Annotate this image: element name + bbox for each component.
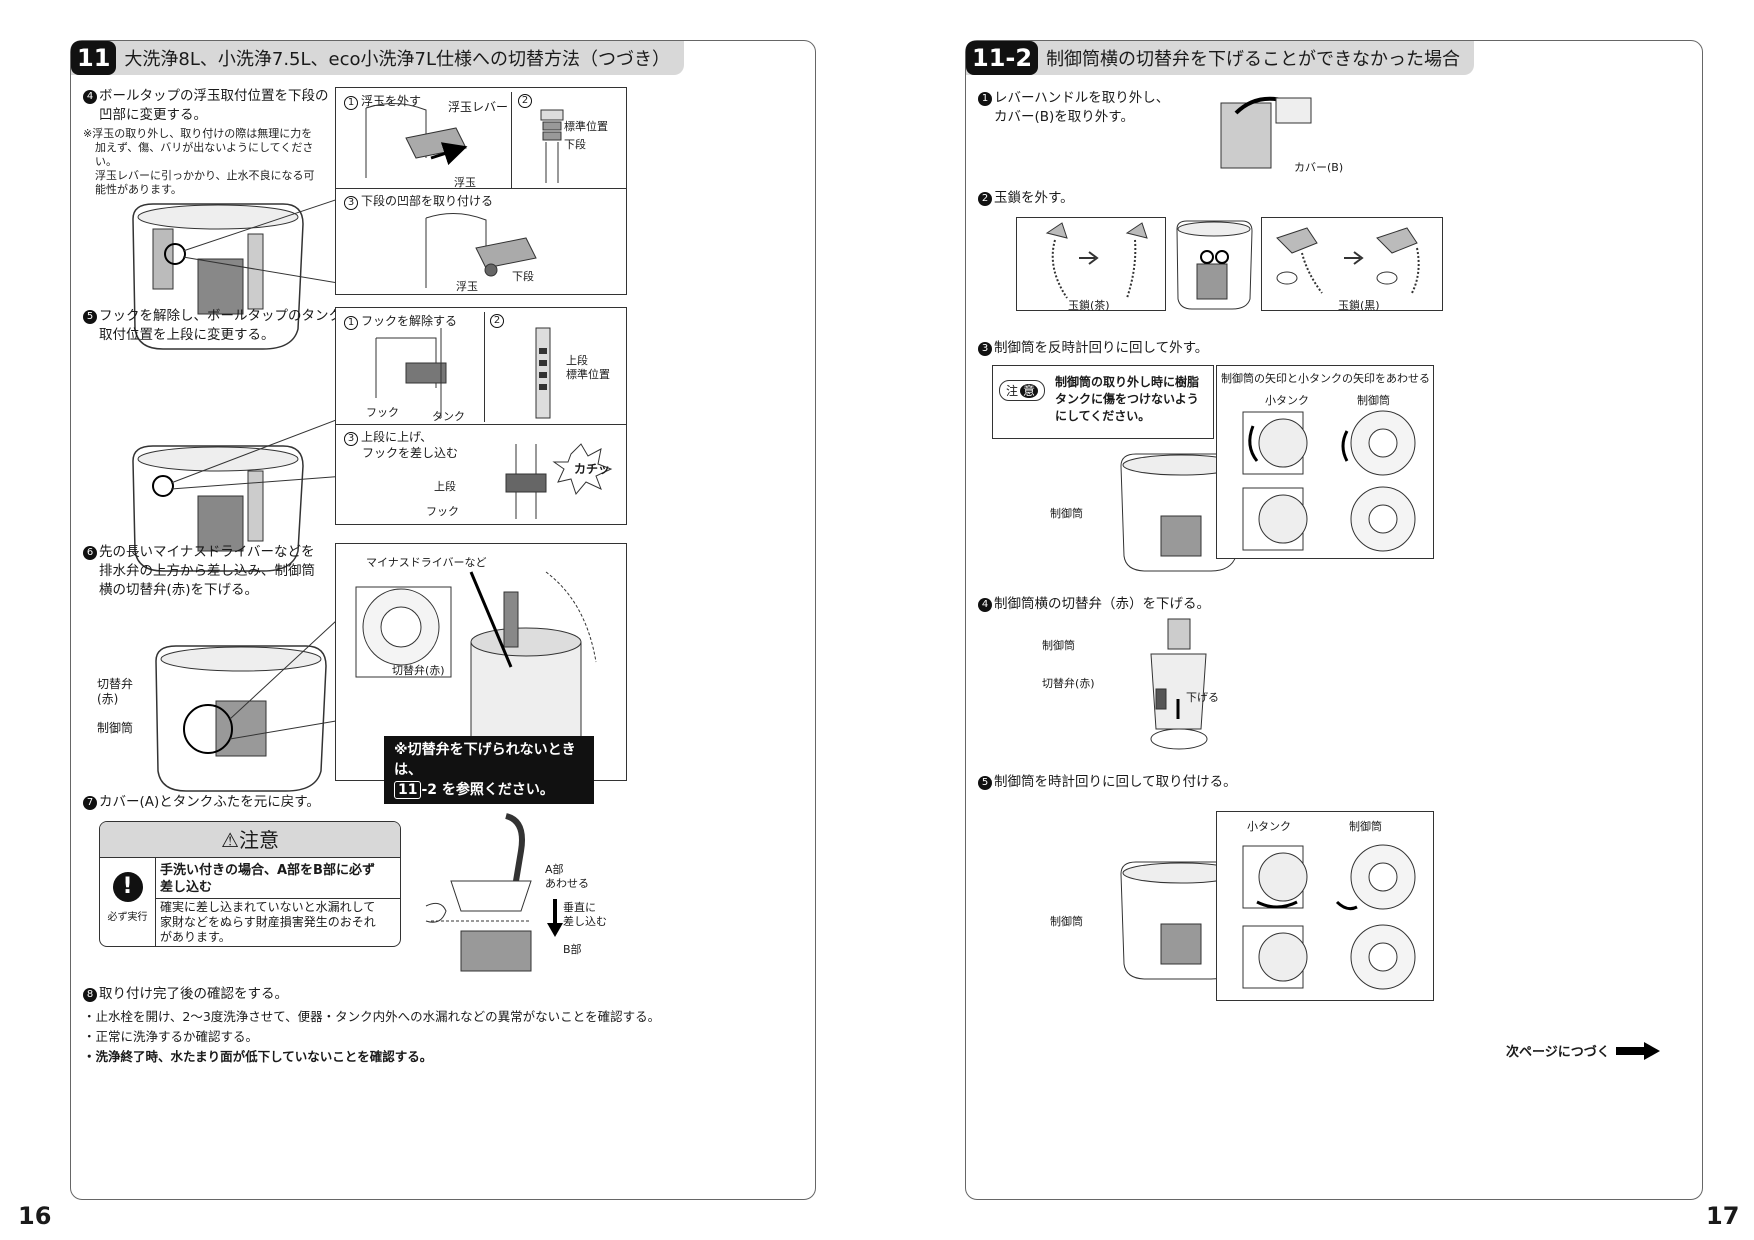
a-part-label: A部 あわせる bbox=[545, 863, 589, 890]
section-heading-right: 制御筒横の切替弁を下げることができなかった場合 bbox=[1046, 49, 1461, 70]
lower-position-label: 下段 bbox=[564, 138, 586, 151]
valve-label-left: 切替弁 (赤) bbox=[97, 677, 134, 706]
caution-header: ⚠注意 bbox=[100, 822, 400, 858]
tank-illustration-r-step2 bbox=[1176, 220, 1253, 310]
cylinder-label-left: 制御筒 bbox=[97, 721, 134, 735]
section-heading: 大洗浄8L、小洗浄7.5L、eco小洗浄7L仕様への切替方法（つづき） bbox=[124, 49, 671, 70]
hook-label-2: フック bbox=[426, 505, 459, 518]
section-title-11: 11 大洗浄8L、小洗浄7.5L、eco小洗浄7L仕様への切替方法（つづき） bbox=[71, 41, 685, 75]
hook-label: フック bbox=[366, 406, 399, 419]
float-label-2: 浮玉 bbox=[456, 280, 478, 293]
upper-label-2: 上段 bbox=[434, 480, 456, 493]
valve-label: 切替弁(赤) bbox=[392, 664, 445, 677]
hand-wash-illustration bbox=[425, 813, 532, 972]
r-step3-caution: 注意 制御筒の取り外し時に樹脂 タンクに傷をつけないよう にしてください。 bbox=[992, 365, 1214, 439]
caution-body: 確実に差し込まれていないと水漏れして 家財などをぬらす財産損害発生のおそれ があ… bbox=[160, 900, 376, 944]
cylinder-label-r3: 制御筒 bbox=[1050, 507, 1083, 520]
section-number-right: 11-2 bbox=[966, 41, 1039, 75]
caution-headline: 手洗い付きの場合、A部をB部に必ず 差し込む bbox=[160, 863, 375, 895]
exclamation-icon: ! bbox=[112, 872, 143, 902]
continue-next-page: 次ページにつづく bbox=[1506, 1041, 1660, 1060]
vertical-insert-label: 垂直に 差し込む bbox=[563, 901, 607, 928]
check-item-1: ・止水栓を開け、2〜3度洗浄させて、便器・タンク内外への水漏れなどの異常がないこ… bbox=[83, 1009, 661, 1024]
caution-box: ⚠注意 ! 必ず実行 手洗い付きの場合、A部をB部に必ず 差し込む 確実に差し込… bbox=[99, 821, 401, 947]
cylinder-label-r5: 制御筒 bbox=[1050, 915, 1083, 928]
step6-figure: マイナスドライバーなど 切替弁(赤) ※切替弁を下げられないときは、 11-2 … bbox=[335, 543, 627, 804]
page-number-left: 16 bbox=[18, 1202, 52, 1230]
b-part-label: B部 bbox=[563, 943, 582, 956]
page-number-right: 17 bbox=[1706, 1202, 1740, 1230]
align-arrows-title: 制御筒の矢印と小タンクの矢印をあわせる bbox=[1221, 372, 1430, 385]
float-label: 浮玉 bbox=[454, 176, 476, 189]
lower-label-2: 下段 bbox=[512, 270, 534, 283]
check-item-2: ・正常に洗浄するか確認する。 bbox=[83, 1029, 259, 1044]
left-page: 11 大洗浄8L、小洗浄7.5L、eco小洗浄7L仕様への切替方法（つづき） 4… bbox=[70, 40, 816, 1200]
tank-illustration-step6 bbox=[155, 620, 337, 792]
step8-checklist: ・止水栓を開け、2〜3度洗浄させて、便器・タンク内外への水漏れなどの異常がないこ… bbox=[83, 1007, 803, 1067]
cylinder-valve-illustration bbox=[1150, 618, 1208, 750]
tank-illustration-r-step5 bbox=[1120, 861, 1242, 980]
down-arrow-icon bbox=[547, 899, 563, 937]
upper-position-label: 上段 bbox=[566, 354, 588, 367]
lower-label-r4: 下げる bbox=[1186, 691, 1219, 704]
section-title-11-2: 11-2 制御筒横の切替弁を下げることができなかった場合 bbox=[966, 41, 1475, 75]
tank-label: タンク bbox=[432, 410, 465, 423]
tank-illustration-r-step3 bbox=[1120, 453, 1242, 572]
step4-fig-panel2-label: 2 bbox=[518, 92, 535, 108]
refer-banner: ※切替弁を下げられないときは、 11-2 を参照ください。 bbox=[384, 736, 594, 804]
lever-cover-illustration bbox=[1220, 96, 1312, 169]
caution-tag-icon: 注意 bbox=[999, 380, 1046, 401]
small-tank-label-r5: 小タンク bbox=[1247, 820, 1291, 833]
tank-illustration-step5 bbox=[132, 400, 387, 572]
cylinder-label-r5-fig: 制御筒 bbox=[1349, 820, 1382, 833]
small-tank-label-r3: 小タンク bbox=[1265, 394, 1309, 407]
warning-triangle-icon: ⚠ bbox=[221, 828, 239, 852]
chain-brown-label: 玉鎖(茶) bbox=[1068, 299, 1110, 312]
standard-position-label-2: 標準位置 bbox=[566, 368, 610, 381]
click-label: カチッ bbox=[574, 462, 611, 476]
valve-label-r4: 切替弁(赤) bbox=[1042, 677, 1095, 690]
section-ref-badge: 11 bbox=[394, 781, 422, 799]
chain-black-figure bbox=[1261, 217, 1443, 311]
step4-note: ※浮玉の取り外し、取り付けの際は無理に力を 加えず、傷、バリが出ないようにしてく… bbox=[83, 127, 315, 196]
mandatory-icon-cell: ! 必ず実行 bbox=[100, 858, 156, 946]
cylinder-label-r4: 制御筒 bbox=[1042, 639, 1075, 652]
step4-bullet: 4 bbox=[83, 90, 97, 104]
standard-position-label: 標準位置 bbox=[564, 120, 608, 133]
arrow-right-icon bbox=[1615, 1041, 1660, 1060]
step5-fig-panel2-label: 2 bbox=[490, 312, 507, 328]
r-step5-figure: 小タンク 制御筒 bbox=[1216, 811, 1434, 1001]
float-lever-label: 浮玉レバー bbox=[448, 100, 509, 114]
cover-b-label: カバー(B) bbox=[1294, 161, 1344, 174]
r-step3-figure: 制御筒の矢印と小タンクの矢印をあわせる 小タンク 制御筒 bbox=[1216, 365, 1434, 559]
chain-brown-figure bbox=[1016, 217, 1166, 311]
check-item-3: ・洗浄終了時、水たまり面が低下していないことを確認する。 bbox=[83, 1049, 433, 1064]
chain-black-label: 玉鎖(黒) bbox=[1338, 299, 1380, 312]
cylinder-label-r3-fig: 制御筒 bbox=[1357, 394, 1390, 407]
driver-label: マイナスドライバーなど bbox=[366, 556, 487, 569]
section-number: 11 bbox=[71, 41, 117, 75]
tank-illustration-step4 bbox=[132, 182, 387, 350]
r-step3-caution-text: 制御筒の取り外し時に樹脂 タンクに傷をつけないよう にしてください。 bbox=[1055, 375, 1200, 423]
